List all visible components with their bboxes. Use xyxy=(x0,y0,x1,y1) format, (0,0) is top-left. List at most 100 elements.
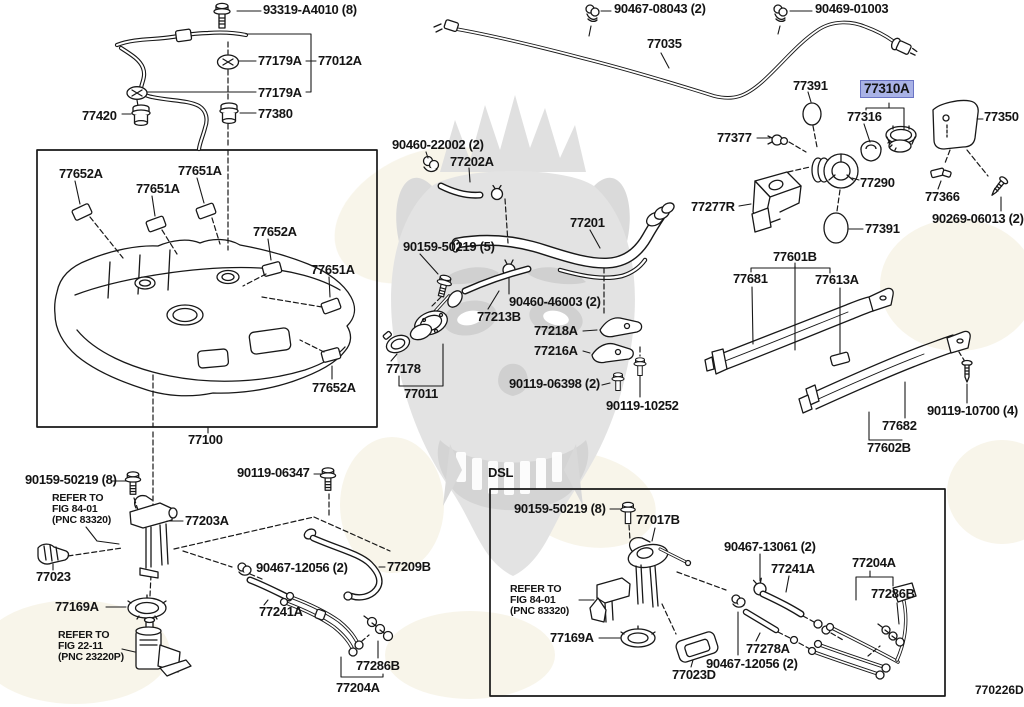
lid-hinge-icon xyxy=(930,167,952,179)
pump-gasket-icon xyxy=(620,625,656,648)
bolt-icon xyxy=(436,274,452,298)
part-label-77203a[interactable]: 77203A xyxy=(185,513,229,528)
part-label-90119-06398[interactable]: 90119-06398 (2) xyxy=(509,376,600,391)
dsl-assembly-drawing xyxy=(578,501,917,680)
part-label-77651a-3[interactable]: 77651A xyxy=(311,262,355,277)
part-label-77651a-2[interactable]: 77651A xyxy=(178,163,222,178)
fuel-pump-icon xyxy=(135,616,192,677)
dsl-part-label-77278a[interactable]: 77278A xyxy=(746,641,790,656)
part-label-77012a[interactable]: 77012A xyxy=(318,53,362,68)
clip-icon xyxy=(237,562,252,576)
dsl-part-label-90467-13061[interactable]: 90467-13061 (2) xyxy=(724,539,816,554)
part-label-90119-10700[interactable]: 90119-10700 (4) xyxy=(927,403,1018,418)
part-label-77380[interactable]: 77380 xyxy=(258,106,293,121)
part-label-77202a[interactable]: 77202A xyxy=(450,154,494,169)
part-label-77201[interactable]: 77201 xyxy=(570,215,605,230)
part-label-77290[interactable]: 77290 xyxy=(860,175,895,190)
part-label-90469-01003[interactable]: 90469-01003 xyxy=(815,1,889,16)
dsl-part-label-90467-12056[interactable]: 90467-12056 (2) xyxy=(706,656,798,671)
dsl-part-label-77023d[interactable]: 77023D xyxy=(672,667,716,682)
part-label-77377[interactable]: 77377 xyxy=(717,130,752,145)
grommet-icon xyxy=(126,86,148,100)
hose-clamp-icon xyxy=(490,184,504,201)
dsl-part-label-77204a[interactable]: 77204A xyxy=(852,555,896,570)
part-label-77391-top[interactable]: 77391 xyxy=(793,78,828,93)
part-label-77204a[interactable]: 77204A xyxy=(336,680,380,695)
part-label-77100[interactable]: 77100 xyxy=(188,432,223,447)
part-label-90269-06013[interactable]: 90269-06013 (2) xyxy=(932,211,1024,226)
part-label-77350[interactable]: 77350 xyxy=(984,109,1019,124)
part-label-77241a[interactable]: 77241A xyxy=(259,604,303,619)
part-label-77316[interactable]: 77316 xyxy=(847,109,882,124)
part-label-77216a[interactable]: 77216A xyxy=(534,343,578,358)
part-label-77286b[interactable]: 77286B xyxy=(356,658,400,673)
part-label-77652a-2[interactable]: 77652A xyxy=(253,224,297,239)
bolt-icon xyxy=(319,467,337,491)
part-label-77179a-1[interactable]: 77179A xyxy=(258,53,302,68)
fuel-tank-drawing xyxy=(53,149,356,617)
part-label-77366[interactable]: 77366 xyxy=(925,189,960,204)
part-label-77213b[interactable]: 77213B xyxy=(477,309,521,324)
part-label-93319-a4010[interactable]: 93319-A4010 (8) xyxy=(263,2,357,17)
pump-gasket-icon xyxy=(127,594,167,620)
part-label-77310a-highlighted[interactable]: 77310A xyxy=(860,80,914,99)
part-label-90460-46003[interactable]: 90460-46003 (2) xyxy=(509,294,601,309)
dsl-part-label-90159-50219-8[interactable]: 90159-50219 (8) xyxy=(514,501,606,516)
dsl-part-label-77017b[interactable]: 77017B xyxy=(636,512,680,527)
cushion-bracket-icon xyxy=(675,631,719,663)
part-label-90119-06347[interactable]: 90119-06347 xyxy=(237,465,310,480)
part-label-90159-50219-5[interactable]: 90159-50219 (5) xyxy=(403,239,495,254)
part-label-77011[interactable]: 77011 xyxy=(404,386,438,401)
part-label-90119-10252[interactable]: 90119-10252 xyxy=(606,398,679,413)
part-label-77613a[interactable]: 77613A xyxy=(815,272,859,287)
dsl-part-label-77169a[interactable]: 77169A xyxy=(550,630,594,645)
part-label-77682[interactable]: 77682 xyxy=(882,418,917,433)
clip-bracket-icon xyxy=(37,543,70,565)
cap-part-icon xyxy=(131,104,151,127)
part-label-77179a-2[interactable]: 77179A xyxy=(258,85,302,100)
part-label-90159-50219-8[interactable]: 90159-50219 (8) xyxy=(25,472,117,487)
part-label-90460-22002[interactable]: 90460-22002 (2) xyxy=(392,137,484,152)
clip-icon xyxy=(731,594,746,608)
breather-pipe-drawing xyxy=(114,2,317,152)
clip-icon xyxy=(773,4,788,23)
part-label-77035[interactable]: 77035 xyxy=(647,36,682,51)
part-label-77178[interactable]: 77178 xyxy=(386,361,421,376)
part-label-77601b[interactable]: 77601B xyxy=(773,249,817,264)
part-label-77681[interactable]: 77681 xyxy=(733,271,768,286)
part-label-77602b[interactable]: 77602B xyxy=(867,440,911,455)
bracket-icon xyxy=(589,577,631,623)
cap-gasket-icon xyxy=(860,140,882,162)
bolt-icon xyxy=(633,357,647,376)
part-label-77652a-1[interactable]: 77652A xyxy=(59,166,103,181)
part-label-77652a-3[interactable]: 77652A xyxy=(312,380,356,395)
grommet-set-icon xyxy=(363,615,394,642)
part-label-77420[interactable]: 77420 xyxy=(82,108,117,123)
bolt-icon xyxy=(124,471,142,495)
strap-cushion-icon xyxy=(829,351,851,367)
dsl-note-refer-fig-84-01: REFER TO FIG 84-01 (PNC 83320) xyxy=(510,583,570,618)
part-label-77209b[interactable]: 77209B xyxy=(387,559,431,574)
part-label-90467-08043[interactable]: 90467-08043 (2) xyxy=(614,1,706,16)
dsl-part-label-77286b[interactable]: 77286B xyxy=(871,586,915,601)
pump-head-icon xyxy=(627,537,692,608)
screw-icon xyxy=(961,359,973,383)
part-label-77391-bottom[interactable]: 77391 xyxy=(865,221,900,236)
pipe-bracket-icon xyxy=(591,317,643,364)
part-label-77023[interactable]: 77023 xyxy=(36,569,71,584)
filler-protector-icon xyxy=(751,171,802,233)
tank-cushion-icon xyxy=(71,202,342,363)
dsl-detail-box xyxy=(489,488,946,697)
note-refer-fig-84-01: REFER TO FIG 84-01 (PNC 83320) xyxy=(52,492,112,527)
part-label-77218a[interactable]: 77218A xyxy=(534,323,578,338)
cap-part-icon xyxy=(219,102,239,125)
dsl-part-label-77241a[interactable]: 77241A xyxy=(771,561,815,576)
clip-icon xyxy=(585,4,600,23)
part-label-77651a-1[interactable]: 77651A xyxy=(136,181,180,196)
part-label-77277r[interactable]: 77277R xyxy=(691,199,735,214)
part-label-90467-12056[interactable]: 90467-12056 (2) xyxy=(256,560,348,575)
bolt-icon xyxy=(213,2,231,29)
part-label-77169a[interactable]: 77169A xyxy=(55,599,99,614)
diagram-code: 770226D xyxy=(975,683,1024,697)
